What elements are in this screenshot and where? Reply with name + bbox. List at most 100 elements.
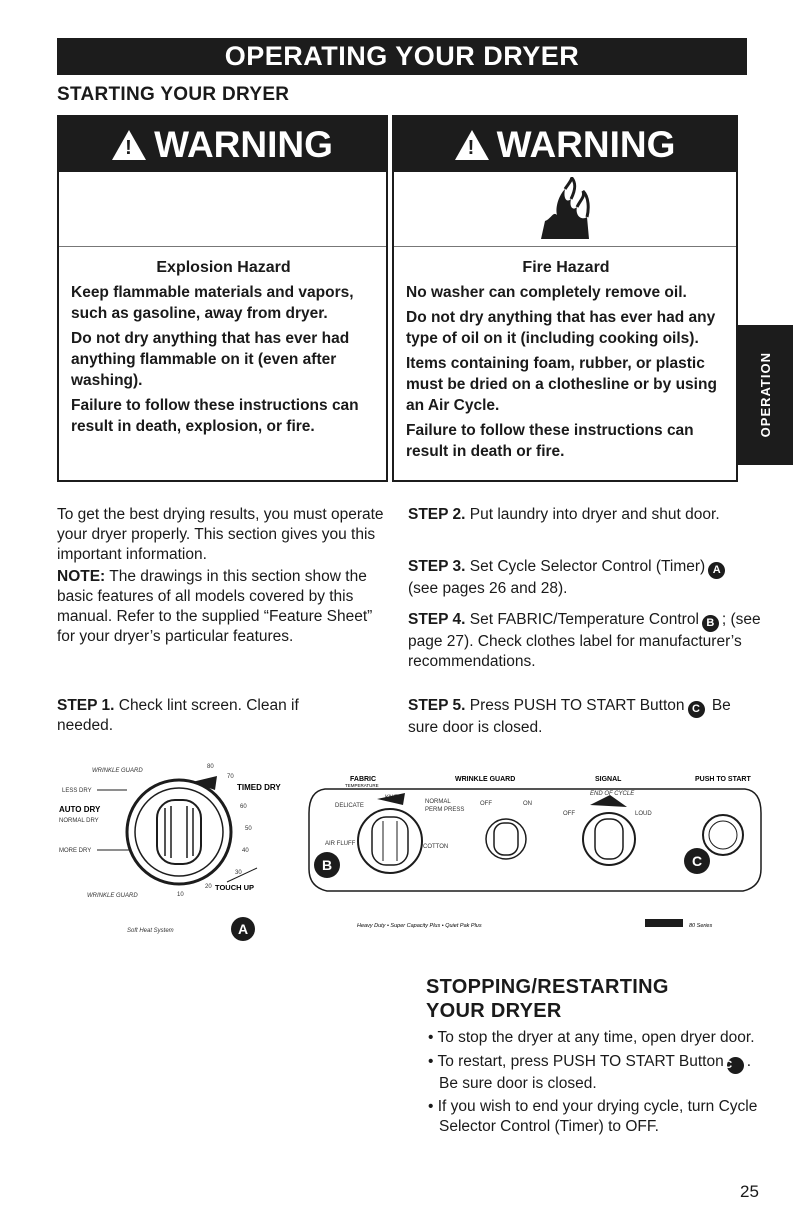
explosion-warning-icon: [59, 172, 386, 247]
ctrl-label-on: ON: [523, 801, 532, 807]
list-item-text: • To restart, press PUSH TO START Button: [428, 1052, 724, 1070]
intro-text: To get the best drying results, you must…: [57, 505, 392, 565]
stopping-title-line: STOPPING/RESTARTING: [426, 976, 669, 998]
step-label: STEP 4.: [408, 611, 466, 628]
dial-num-30: 30: [235, 870, 242, 876]
intro-paragraph: To get the best drying results, you must…: [57, 506, 384, 563]
side-tab-label: OPERATION: [757, 352, 773, 438]
signal-knob: [582, 812, 636, 866]
warning-line: Do not dry anything that has ever had an…: [71, 330, 350, 389]
timer-knob: [156, 799, 202, 865]
warning-header: WARNING: [394, 117, 736, 172]
wrinkle-guard-knob: [485, 818, 527, 860]
list-item-text: . Be sure door is closed.: [439, 1052, 752, 1092]
note-label: NOTE:: [57, 568, 106, 585]
step-label: STEP 2.: [408, 506, 466, 523]
ctrl-label-off: OFF: [480, 801, 492, 807]
control-panel-illustration: FABRIC TEMPERATURE WRINKLE GUARD SIGNAL …: [308, 776, 762, 929]
dial-num-10: 10: [177, 892, 184, 898]
ctrl-label-delicate: DELICATE: [335, 803, 364, 809]
ctrl-label-signal-off: OFF: [563, 811, 575, 817]
ctrl-label-loud: LOUD: [635, 811, 652, 817]
note-text: NOTE: The drawings in this section show …: [57, 567, 392, 647]
step-text: ; (see page 27). Check clothes label for…: [408, 611, 761, 670]
callout-b-letter: B: [322, 857, 332, 873]
ctrl-footer: Heavy Duty • Super Capacity Plus • Quiet…: [357, 923, 482, 929]
step-text: (see pages 26 and 28).: [408, 579, 568, 597]
stopping-list: • To stop the dryer at any time, open dr…: [428, 1028, 763, 1140]
dial-label-wrinkle-guard-top: WRINKLE GUARD: [92, 768, 143, 774]
dial-label-wrinkle-guard-bottom: WRINKLE GUARD: [87, 893, 138, 899]
brand-logo: [645, 919, 683, 927]
dial-label-less-dry: LESS DRY: [62, 788, 92, 794]
hazard-title: Explosion Hazard: [156, 259, 291, 276]
section-title: STARTING YOUR DRYER: [57, 84, 290, 105]
dial-label-touch-up: TOUCH UP: [215, 883, 254, 892]
callout-a-letter: A: [238, 921, 248, 937]
list-item: • If you wish to end your drying cycle, …: [428, 1098, 758, 1135]
step-text: Be sure door is closed.: [408, 697, 731, 736]
warning-heading: WARNING: [496, 123, 676, 165]
ctrl-label-signal: SIGNAL: [595, 776, 622, 783]
ctrl-label-cotton: COTTON: [423, 844, 448, 850]
dial-pointer-icon: [192, 776, 217, 790]
dial-num-80: 80: [207, 764, 214, 770]
ctrl-label-perm-press: PERM PRESS: [425, 807, 464, 813]
step-text: Press PUSH TO START Button: [465, 697, 685, 714]
warning-line: Failure to follow these instructions can…: [406, 422, 694, 460]
step-text: Set Cycle Selector Control (Timer): [465, 558, 706, 575]
page-banner: OPERATING YOUR DRYER: [57, 38, 747, 75]
dial-num-70: 70: [227, 774, 234, 780]
dial-label-timed-dry: TIMED DRY: [237, 783, 281, 792]
list-item: • To restart, press PUSH TO START Button…: [428, 1052, 763, 1094]
callout-c-letter: C: [692, 853, 702, 869]
callout-c-icon: C: [687, 700, 705, 718]
ctrl-label-normal: NORMAL: [425, 799, 451, 805]
warning-line: Do not dry anything that has ever had an…: [406, 309, 716, 347]
step-label: STEP 5.: [408, 697, 466, 714]
note-body: The drawings in this section show the ba…: [57, 568, 373, 645]
dial-label-normal-dry: NORMAL DRY: [59, 818, 99, 824]
callout-a-icon: A: [708, 561, 726, 579]
dial-num-40: 40: [242, 848, 249, 854]
step-text: Put laundry into dryer and shut door.: [465, 506, 720, 523]
explosion-warning-box: WARNING Explosion Hazard Keep flammable …: [57, 115, 388, 482]
callout-a-icon: [231, 917, 255, 941]
step-3: STEP 3. Set Cycle Selector Control (Time…: [408, 557, 738, 599]
warning-line: Keep flammable materials and vapors, suc…: [71, 284, 354, 322]
fire-icon: [394, 172, 736, 247]
callout-c-icon: C: [724, 1056, 744, 1074]
panel-outline: [308, 788, 762, 892]
warning-line: No washer can completely remove oil.: [406, 284, 687, 301]
ctrl-label-air-fluff: AIR FLUFF: [325, 841, 356, 847]
warning-triangle-icon: [454, 129, 489, 160]
dial-footer: Soft Heat System: [127, 928, 174, 934]
ctrl-label-end-of-cycle: END OF CYCLE: [590, 791, 635, 797]
warning-triangle-icon: [112, 129, 147, 160]
timer-dial-illustration: WRINKLE GUARD 80 70 TIMED DRY 60 50 40 3…: [59, 764, 281, 941]
warning-header: WARNING: [59, 117, 386, 172]
fabric-knob: [357, 808, 423, 874]
callout-c-icon: [684, 848, 710, 874]
warning-heading: WARNING: [154, 123, 333, 165]
step-2: STEP 2. Put laundry into dryer and shut …: [408, 505, 738, 525]
step-1: STEP 1. Check lint screen. Clean if need…: [57, 696, 357, 736]
ctrl-series: 80 Series: [689, 923, 712, 929]
dial-label-auto-dry: AUTO DRY: [59, 805, 101, 814]
warning-line: Items containing foam, rubber, or plasti…: [406, 355, 717, 414]
ctrl-label-push-to-start: PUSH TO START: [695, 776, 751, 783]
dial-num-60: 60: [240, 804, 247, 810]
stopping-title-line: YOUR DRYER: [426, 1000, 562, 1022]
step-label: STEP 3.: [408, 558, 466, 575]
fire-warning-box: WARNING Fire Hazard No washer can comple…: [392, 115, 738, 482]
warning-line: Failure to follow these instructions can…: [71, 397, 359, 435]
dial-label-more-dry: MORE DRY: [59, 848, 91, 854]
ctrl-label-wrinkle-guard: WRINKLE GUARD: [455, 776, 515, 783]
dial-ring: [125, 778, 233, 886]
page-number: 25: [740, 1182, 759, 1201]
list-item: • To stop the dryer at any time, open dr…: [428, 1029, 755, 1046]
callout-b-icon: [314, 852, 340, 878]
ctrl-label-temperature: TEMPERATURE: [345, 783, 379, 788]
side-tab-operation: OPERATION: [737, 325, 793, 465]
dial-num-50: 50: [245, 826, 252, 832]
